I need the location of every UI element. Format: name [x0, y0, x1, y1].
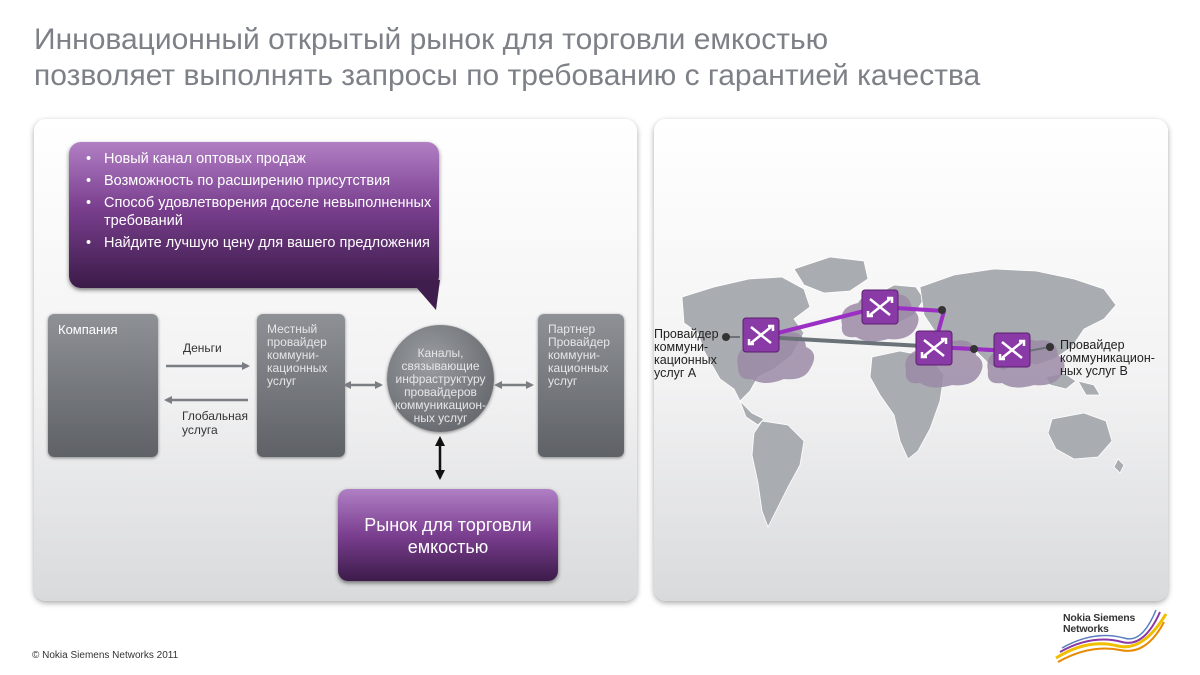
benefit-item: Способ удовлетворения доселе невыполненн… [82, 194, 432, 230]
local-provider-label: Местный провайдер коммуни-кационных услу… [267, 322, 328, 388]
network-nodes [722, 306, 1054, 353]
logo-line-1: Nokia Siemens [1063, 612, 1136, 624]
benefit-item: Новый канал оптовых продаж [82, 150, 432, 168]
node-mideast-b [970, 345, 978, 353]
slide-title-line-2: позволяет выполнять запросы по требовани… [34, 59, 981, 92]
nsn-logo-text: Nokia Siemens Networks [1063, 613, 1135, 635]
slide-title: Инновационный открытый рынок для торговл… [34, 22, 1174, 94]
slide-title-line-1: Инновационный открытый рынок для торговл… [34, 23, 829, 56]
benefit-item: Возможность по расширению присутствия [82, 172, 432, 190]
partner-provider-label: Партнер Провайдер коммуни-кационных услу… [548, 322, 610, 388]
node-provider-b [1046, 343, 1054, 351]
channels-circle: Каналы, связывающие инфраструктуру прова… [387, 325, 494, 432]
partner-provider-box: Партнер Провайдер коммуни-кационных услу… [538, 314, 624, 457]
copyright: © Nokia Siemens Networks 2011 [32, 650, 179, 661]
node-europe-asia [938, 306, 946, 314]
network-switch-icon [993, 332, 1031, 368]
capacity-market-label: Рынок для торговли емкостью [364, 515, 532, 557]
network-switch-icon [861, 289, 899, 325]
link-a-europe [761, 305, 881, 339]
node-provider-a [722, 333, 730, 341]
company-label: Компания [58, 322, 118, 337]
network-switch-icon [915, 330, 953, 366]
local-provider-box: Местный провайдер коммуни-кационных услу… [257, 314, 345, 457]
logo-line-2: Networks [1063, 623, 1109, 635]
company-box: Компания [48, 314, 158, 457]
provider-a-label: Провайдер коммуни-кационных услуг A [654, 327, 719, 380]
callout-tail [410, 280, 440, 310]
provider-b-label: Провайдер коммуникацион-ных услуг B [1060, 338, 1155, 378]
global-service-label: Глобальная услуга [182, 409, 248, 437]
benefit-item: Найдите лучшую цену для вашего предложен… [82, 234, 432, 252]
channels-label: Каналы, связывающие инфраструктуру прова… [394, 346, 487, 425]
capacity-market-box: Рынок для торговли емкостью [338, 489, 558, 581]
money-label: Деньги [183, 341, 222, 355]
world-map [681, 256, 1125, 528]
nsn-logo-icon [1055, 609, 1168, 663]
network-switch-icon [742, 317, 780, 353]
benefits-list: Новый канал оптовых продаж Возможность п… [82, 150, 432, 256]
